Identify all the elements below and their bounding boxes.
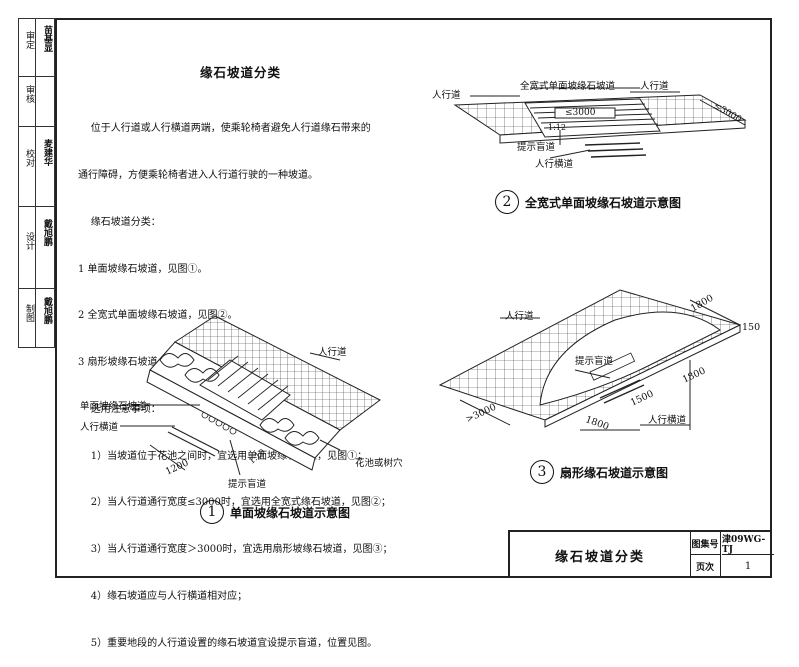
fig2-label-crossing: 人行横道: [535, 159, 574, 170]
note-line: 3）当人行道通行宽度＞3000时，宜选用扇形坡缘石坡道，见图③；: [78, 544, 393, 556]
doc-title: 缘石坡道分类: [200, 65, 282, 80]
fig1-label-tactile: 提示盲道: [228, 479, 267, 490]
fig1-label-ramp: 单面坡缘石坡道: [80, 401, 147, 412]
page-label: 页次: [690, 555, 721, 578]
approval-strip: 审定 苗基显 审核 校对 麦建华 设计 戴旭鹏 制图 戴旭鹏: [18, 18, 55, 348]
figure-2-drawing: [453, 87, 747, 159]
note-line: 3 扇形坡缘石坡道，见图③。: [78, 357, 208, 369]
note-line: 2）当人行道通行宽度≤3000时，宜选用全宽式缘石坡道，见图②；: [78, 497, 391, 509]
note-line: 缘石坡道分类：: [78, 216, 161, 228]
title-block-title: 缘石坡道分类: [510, 532, 691, 578]
fig2-caption: 2 全宽式单面坡缘石坡道示意图: [495, 190, 681, 214]
figure-1-drawing: [120, 315, 381, 476]
title-block: 缘石坡道分类 图集号 津09WG-TJ 页次 1: [508, 530, 774, 578]
fig2-label-sidewalk-right: 人行道: [640, 81, 669, 92]
page-number: 1: [744, 561, 752, 572]
fig2-label-ramp: 全宽式单面坡缘石坡道: [520, 81, 616, 92]
note-line: 1）当坡道位于花池之间时，宜选用单面坡缘石坡道，见图①；: [78, 450, 368, 462]
fig1-label-crossing: 人行横道: [80, 422, 119, 433]
fig1-label-planter: 花池或树穴: [355, 458, 403, 469]
sidebar-row-draw: 制图 戴旭鹏: [24, 297, 52, 324]
signature-design: 戴旭鹏: [42, 219, 52, 246]
note-line: 5）重要地段的人行道设置的缘石坡道宜设提示盲道，位置见图。: [78, 637, 378, 649]
note-line: 位于人行道或人行横道两端，使乘轮椅者避免人行道缘石带来的: [78, 123, 371, 135]
sidebar-row-check: 校对 麦建华: [19, 127, 54, 207]
fig3-dim-150: 150: [742, 322, 761, 333]
fig3-label-sidewalk: 人行道: [505, 311, 534, 322]
sidebar-row-design: 设计 戴旭鹏: [19, 207, 54, 289]
fig3-caption: 3 扇形缘石坡道示意图: [530, 460, 668, 484]
fig3-label-crossing: 人行横道: [648, 415, 687, 426]
fig1-label-sidewalk: 人行道: [318, 347, 347, 358]
fig1-number: 1: [200, 500, 224, 524]
signature-draw: 戴旭鹏: [42, 297, 52, 324]
fig2-label-tactile: 提示盲道: [517, 142, 556, 153]
fig3-number: 3: [530, 460, 554, 484]
signature-check: 麦建华: [42, 139, 52, 166]
sidebar-row-review: 审核: [19, 77, 54, 127]
fig2-dim-a: ≤3000: [565, 108, 596, 118]
fig2-caption-text: 全宽式单面坡缘石坡道示意图: [525, 195, 682, 210]
signature-approve: 苗基显: [42, 25, 52, 52]
drawings-svg: [120, 87, 747, 476]
fig1-caption-text: 单面坡缘石坡道示意图: [230, 505, 351, 520]
fig2-slope: 1:12: [548, 123, 566, 132]
planter-icon: [159, 353, 320, 446]
note-line: 通行障碍，方便乘轮椅者进入人行道行驶的一种坡道。: [78, 169, 318, 181]
fig3-caption-text: 扇形缘石坡道示意图: [560, 465, 669, 480]
note-line: 选用注意事项：: [78, 403, 161, 415]
figure-3-drawing: [438, 289, 742, 431]
fig2-number: 2: [495, 190, 519, 214]
note-line: 1 单面坡缘石坡道，见图①。: [78, 263, 208, 275]
drawing-frame: [55, 18, 772, 578]
atlas-number: 津09WG-TJ: [722, 532, 774, 555]
note-line: 2 全宽式单面坡缘石坡道，见图②。: [78, 310, 238, 322]
note-line: 4）缘石坡道应与人行横道相对应；: [78, 591, 248, 602]
sidebar-row-approve: 审定 苗基显: [19, 19, 54, 77]
fig1-caption: 1 单面坡缘石坡道示意图: [200, 500, 350, 524]
fig2-label-sidewalk-left: 人行道: [432, 90, 461, 101]
atlas-label: 图集号: [690, 532, 721, 555]
fig3-label-tactile: 提示盲道: [575, 356, 614, 367]
